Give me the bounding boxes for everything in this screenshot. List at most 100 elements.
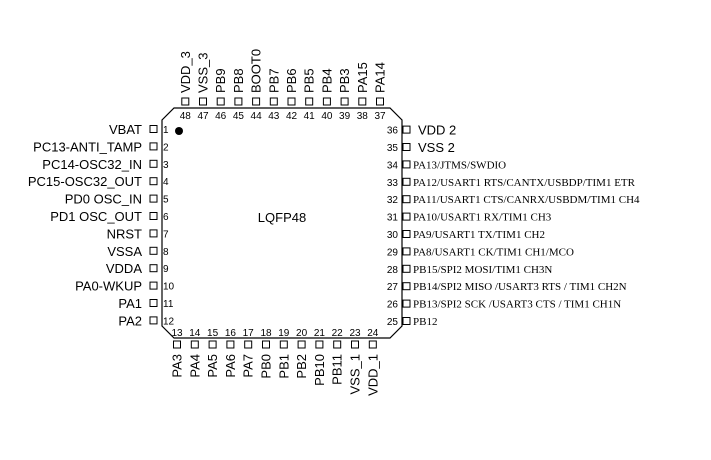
pin-label: VSS 2 <box>418 140 455 155</box>
pin-pad-11 <box>149 299 158 307</box>
pin-label: PB1 <box>276 354 291 379</box>
pin-label: PA13/JTMS/SWDIO <box>413 159 506 171</box>
pin-pad-44 <box>252 97 261 106</box>
pin-pad-41 <box>305 97 314 106</box>
pin-label: PA11/USART1 CTS/CANRX/USBDM/TIM1 CH4 <box>413 194 640 206</box>
pin-pad-18 <box>262 340 270 349</box>
pin-number: 26 <box>387 300 399 311</box>
pin-pad-26 <box>402 299 411 308</box>
pin-pad-32 <box>402 195 411 204</box>
pin-number: 11 <box>163 299 174 310</box>
pin-pad-39 <box>340 97 349 106</box>
pin-label: VBAT <box>109 122 142 137</box>
pin-label: VDD_3 <box>178 51 193 93</box>
pin-pad-24 <box>368 340 377 349</box>
pin-label: PD0 OSC_IN <box>65 192 142 207</box>
pin-number: 40 <box>321 111 333 122</box>
pin-number: 35 <box>387 143 399 154</box>
pin-number: 1 <box>163 125 169 136</box>
pin-number: 14 <box>189 328 201 339</box>
pin-number: 9 <box>163 264 169 275</box>
pin-pad-14 <box>190 340 199 349</box>
pin-number: 22 <box>332 328 344 339</box>
pin-label: PB15/SPI2 MOSI/TIM1 CH3N <box>413 264 552 276</box>
pin-pad-13 <box>173 340 181 349</box>
pin-number: 18 <box>260 328 272 339</box>
pin-pad-9 <box>149 264 158 273</box>
pin-number: 20 <box>296 328 308 339</box>
pin-label: VSSA <box>107 244 142 259</box>
pin-pad-12 <box>149 316 158 325</box>
pin-pad-31 <box>402 212 411 221</box>
pin-number: 16 <box>225 328 237 339</box>
package-label: LQFP48 <box>258 210 306 225</box>
pin-number: 21 <box>314 328 326 339</box>
pin-pad-15 <box>208 340 217 349</box>
pin-label: PB10 <box>312 354 327 386</box>
pin-number: 19 <box>278 328 290 339</box>
pin-pad-36 <box>402 125 411 134</box>
pin-label: PA2 <box>118 313 142 328</box>
pin-pad-45 <box>234 97 243 106</box>
pin-label: PC14-OSC32_IN <box>42 157 142 172</box>
pin-number: 42 <box>286 111 298 122</box>
pin-pad-29 <box>402 247 411 256</box>
pin-number: 30 <box>387 230 399 241</box>
pin-pad-2 <box>149 142 158 151</box>
pin-number: 48 <box>180 111 192 122</box>
pin-number: 32 <box>387 195 399 206</box>
pin-pad-47 <box>199 97 207 106</box>
pin-pad-42 <box>287 97 296 106</box>
pin-label: PC15-OSC32_OUT <box>28 174 142 189</box>
pin-pad-7 <box>149 229 158 238</box>
pin-number: 46 <box>215 111 227 122</box>
pin-label: PB6 <box>284 68 299 93</box>
pin-label: VDD 2 <box>418 123 456 138</box>
pin-label: PA8/USART1 CK/TIM1 CH1/MCO <box>413 246 574 258</box>
pin-number: 47 <box>197 111 209 122</box>
pin-number: 24 <box>367 328 379 339</box>
pin-number: 34 <box>387 160 399 171</box>
pin-label: PA7 <box>241 354 256 378</box>
pin-pad-16 <box>226 340 235 349</box>
pin-pad-1 <box>149 125 158 133</box>
pin-number: 39 <box>339 111 351 122</box>
pin-pad-37 <box>376 97 384 106</box>
pin-label: PA14 <box>373 62 388 93</box>
pin-number: 4 <box>163 177 169 188</box>
pin-pad-35 <box>402 143 411 151</box>
pin-pad-8 <box>149 246 158 255</box>
chip-body <box>161 107 403 339</box>
pin-pad-28 <box>402 264 411 273</box>
pin-number: 25 <box>387 317 399 328</box>
pin-label: PB12 <box>413 316 437 328</box>
pin-pad-43 <box>269 97 278 106</box>
pin-number: 23 <box>349 328 361 339</box>
pin-label: PB7 <box>266 68 281 93</box>
pin-number: 37 <box>374 111 386 122</box>
pin-pad-40 <box>322 97 331 106</box>
pin-label: PA3 <box>170 354 185 378</box>
pin-number: 8 <box>163 247 169 258</box>
pin-label: PA1 <box>118 296 142 311</box>
pin-number: 6 <box>163 212 169 223</box>
pin-pad-3 <box>149 159 158 168</box>
pin-pad-10 <box>149 281 158 290</box>
pin-pad-25 <box>402 317 411 325</box>
pin-number: 44 <box>251 111 263 122</box>
pin-label: PB0 <box>259 354 274 379</box>
pin-number: 13 <box>171 328 183 339</box>
pin-label: PA10/USART1 RX/TIM1 CH3 <box>413 212 552 224</box>
pin-label: PB5 <box>302 68 317 93</box>
pin-label: PB9 <box>213 68 228 93</box>
pin-number: 5 <box>163 195 169 206</box>
pin-number: 10 <box>163 282 175 293</box>
pin-number: 28 <box>387 265 399 276</box>
pin-label: NRST <box>107 226 142 241</box>
pin-label: PB3 <box>337 68 352 93</box>
pin-label: PA5 <box>205 354 220 378</box>
pin-label: PA0-WKUP <box>75 279 142 294</box>
pin-pad-34 <box>402 160 411 169</box>
